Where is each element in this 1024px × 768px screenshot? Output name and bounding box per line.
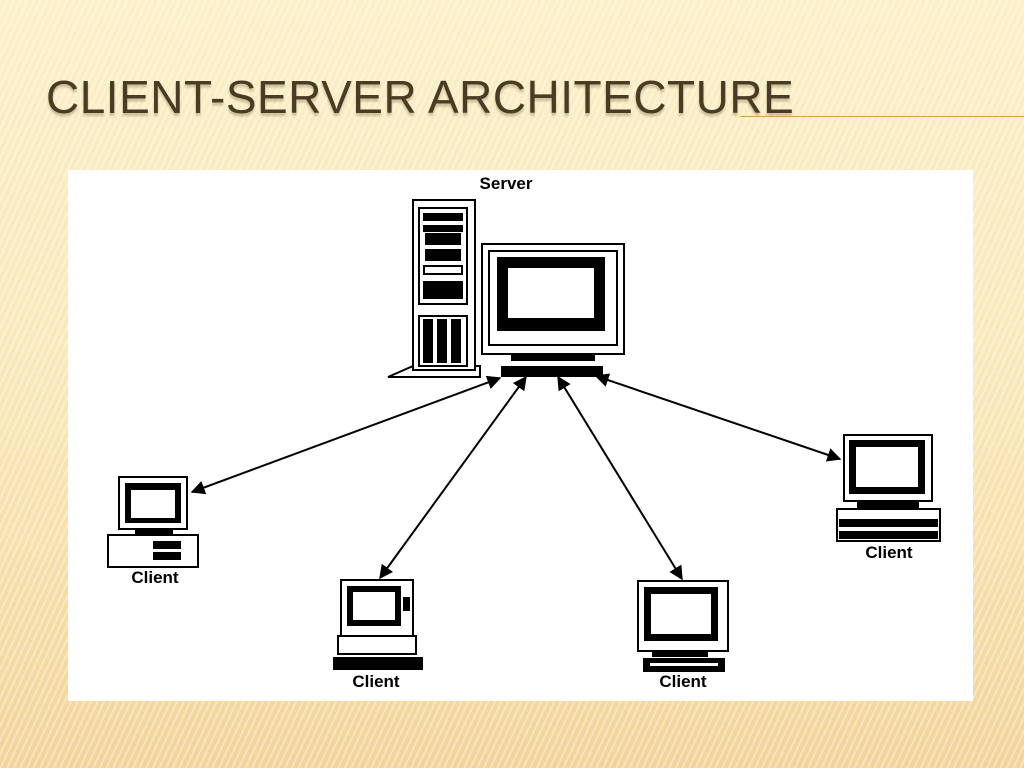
client-laptop-icon [333,579,423,670]
client-label: Client [659,672,707,691]
server-label: Server [480,174,533,193]
server-computer-icon [387,199,625,378]
client-workstation-icon [637,580,729,672]
client-desktop-computer-icon [107,476,199,568]
connection-arrow-client-4 [594,373,842,462]
connection-arrow-client-2 [379,375,527,580]
client-label: Client [865,543,913,562]
client-label: Client [352,672,400,691]
client-label: Client [131,568,179,587]
network-diagram: Server Client Client Client Client [107,174,941,691]
slide-title: CLIENT-SERVER ARCHITECTURE [46,71,795,123]
diagram-panel: Server Client Client Client Client [68,170,973,701]
title-underline-rule [740,116,1024,117]
client-desktop-wide-base-icon [836,434,941,542]
connection-arrow-client-3 [557,375,683,581]
